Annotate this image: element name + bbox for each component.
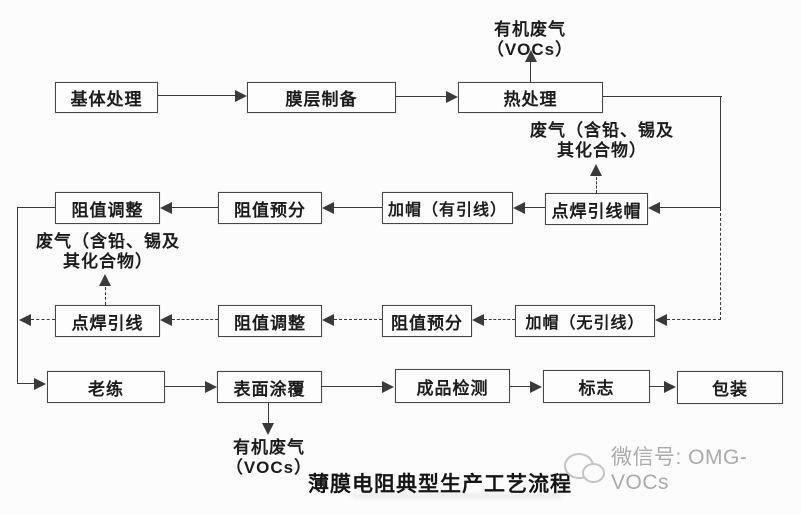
arrowhead-left-icon [322, 314, 334, 326]
watermark-text: 微信号: OMG-VOCs [611, 446, 748, 494]
node-label: 基体处理 [70, 90, 143, 109]
node-label: 老练 [88, 379, 124, 399]
node-label: 标志 [578, 379, 615, 398]
arrowhead-left-icon [19, 314, 31, 326]
node-label: 阻值调整 [71, 200, 144, 220]
arrowhead-right-icon [664, 381, 676, 393]
connector-coating-to-voc [268, 403, 269, 424]
arrowhead-right-icon [446, 91, 458, 103]
connector-into-weld-cap [660, 207, 721, 208]
connector-into-aging [17, 383, 35, 384]
connector-presort-to-adjust [172, 207, 218, 208]
connector-adjust3-to-weld3 [172, 319, 218, 320]
node-label: 阻值预分 [391, 313, 463, 333]
emission-text: 有机废气（VOCs） [486, 20, 574, 59]
node-label: 加帽（有引线） [387, 202, 507, 219]
node-resistance-adjust-3: 阻值调整 [218, 305, 322, 337]
node-resistance-presort-3: 阻值预分 [382, 305, 472, 337]
node-film-preparation: 膜层制备 [247, 82, 396, 113]
connector-aging-to-coating [165, 386, 206, 387]
connector-film-to-heat [396, 96, 447, 97]
node-capping-with-leads: 加帽（有引线） [382, 192, 513, 224]
arrowhead-right-icon [205, 381, 217, 393]
node-marking: 标志 [543, 370, 650, 403]
label-voc-bottom: 有机废气（VOCs） [200, 438, 338, 478]
connector-presort3-to-adjust3 [334, 319, 382, 320]
node-label: 膜层制备 [285, 90, 358, 109]
node-resistance-presort-2: 阻值预分 [218, 192, 322, 224]
arrowhead-right-icon [530, 381, 542, 393]
node-label: 点焊引线 [71, 313, 144, 333]
arrowhead-right-icon [382, 381, 394, 393]
arrowhead-left-icon [472, 314, 484, 326]
connector-substrate-to-film [158, 95, 237, 96]
connector-weldcap-to-capleads [525, 207, 545, 208]
arrowhead-up-icon [590, 164, 602, 176]
connector-weldcap-to-exhaust [596, 177, 597, 193]
arrowhead-right-icon [235, 90, 247, 102]
node-label: 热处理 [503, 90, 558, 109]
watermark: 微信号: OMG-VOCs [562, 441, 801, 495]
arrowhead-right-icon [34, 378, 46, 390]
node-label: 成品检测 [416, 378, 489, 398]
node-label: 阻值调整 [234, 313, 306, 333]
node-aging: 老练 [47, 371, 165, 403]
connector-right-vertical-lower [720, 208, 721, 320]
emission-text: 其化合物） [557, 141, 647, 160]
connector-into-cap-noleads [667, 319, 721, 320]
emission-text: 废气（含铅、锡及 [530, 121, 674, 140]
node-packing: 包装 [677, 371, 783, 404]
wechat-icon [562, 451, 605, 485]
node-final-inspection: 成品检测 [395, 369, 510, 403]
connector-coating-to-inspection [322, 386, 383, 387]
arrowhead-up-icon [525, 50, 537, 62]
wechat-bubble-small [582, 463, 605, 483]
node-label: 加帽（无引线） [525, 315, 645, 332]
emission-text: 其化合物） [63, 252, 153, 271]
label-exhaust-left: 废气（含铅、锡及 其化合物） [35, 232, 181, 272]
diagram-title: 薄膜电阻典型生产工艺流程 [300, 468, 580, 498]
connector-weld3-to-exhaust [105, 287, 106, 305]
arrowhead-left-icon [160, 314, 172, 326]
connector-inspection-to-marking [510, 386, 531, 387]
label-voc-top: 有机废气（VOCs） [460, 20, 600, 60]
connector-capleads-to-presort [334, 207, 382, 208]
node-label: 点焊引线帽 [551, 201, 642, 221]
node-label: 包装 [712, 380, 748, 399]
arrowhead-left-icon [655, 314, 667, 326]
node-label: 表面涂覆 [233, 379, 306, 399]
scan-artifact [352, 494, 562, 498]
arrowhead-left-icon [322, 202, 334, 214]
emission-text: 废气（含铅、锡及 [36, 232, 180, 251]
connector-adjust2-left [17, 207, 55, 208]
connector-marking-to-packing [650, 386, 665, 387]
node-spot-weld-lead: 点焊引线 [55, 305, 160, 337]
title-text: 薄膜电阻典型生产工艺流程 [308, 473, 572, 496]
node-surface-coating: 表面涂覆 [217, 371, 322, 403]
arrowhead-left-icon [160, 202, 172, 214]
connector-heat-right [603, 96, 722, 97]
connector-left-vertical [17, 207, 18, 384]
emission-text: 有机废气（VOCs） [225, 438, 313, 477]
connector-weld3-to-leftline [31, 319, 55, 320]
node-substrate-treatment: 基体处理 [55, 82, 158, 113]
arrowhead-down-icon [262, 423, 274, 435]
node-heat-treatment: 热处理 [458, 82, 603, 113]
connector-capnoleads-to-presort [484, 319, 515, 320]
label-exhaust-right: 废气（含铅、锡及 其化合物） [528, 121, 676, 161]
node-resistance-adjust-2: 阻值调整 [55, 192, 160, 224]
arrowhead-left-icon [513, 202, 525, 214]
node-capping-without-leads: 加帽（无引线） [515, 305, 655, 337]
connector-right-vertical-upper [720, 96, 721, 208]
connector-heat-to-voc [530, 62, 531, 82]
node-spot-weld-lead-cap: 点焊引线帽 [545, 193, 648, 225]
arrowhead-left-icon [648, 202, 660, 214]
node-label: 阻值预分 [234, 200, 306, 220]
arrowhead-up-icon [99, 274, 111, 286]
